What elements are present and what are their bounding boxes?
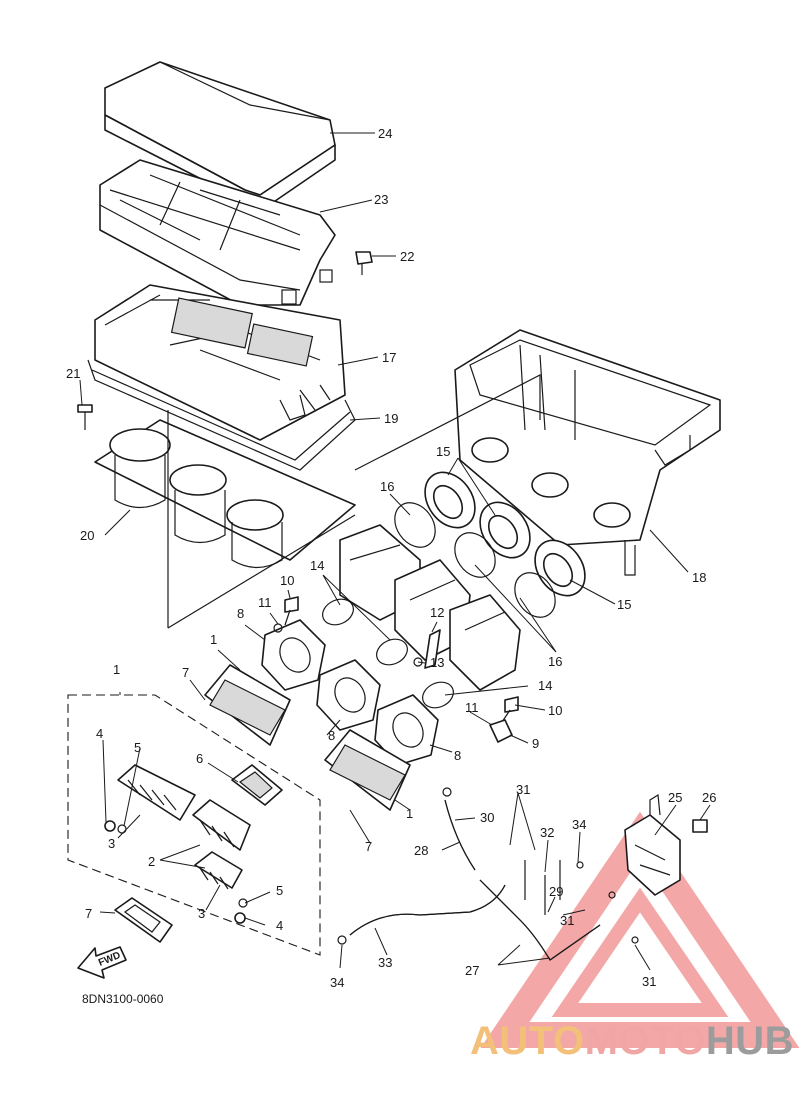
gasket-19 (87, 359, 356, 471)
watermark-triangle-logo (480, 811, 800, 1048)
callout-3-b: 3 (198, 906, 205, 921)
callout-16-a: 16 (380, 479, 394, 494)
carburetor-joints-8 (261, 619, 439, 766)
callout-18: 18 (692, 570, 706, 585)
callout-27: 27 (465, 963, 479, 978)
callout-6: 6 (196, 751, 203, 766)
air-cleaner-joint-17 (94, 284, 346, 441)
callout-11-a: 11 (258, 595, 272, 610)
watermark-moto: MOTO (584, 1019, 706, 1063)
callout-11-b: 11 (465, 700, 479, 715)
callout-7-a: 7 (182, 665, 189, 680)
callout-15-a: 15 (436, 444, 450, 459)
callout-21: 21 (66, 366, 80, 381)
watermark-wordmark: AUTOMOTOHUB (470, 1019, 794, 1064)
callout-10-a: 10 (280, 573, 294, 588)
watermark-auto: AUTO (470, 1019, 585, 1063)
air-cleaner-case-23 (99, 159, 336, 306)
callout-17: 17 (382, 350, 396, 365)
callout-1-c: 1 (406, 806, 413, 821)
callout-26: 26 (702, 790, 716, 805)
callout-32: 32 (540, 825, 554, 840)
watermark-hub: HUB (705, 1019, 795, 1063)
callout-5-a: 5 (134, 740, 141, 755)
callout-34-a: 34 (572, 817, 586, 832)
callout-31-b: 31 (560, 913, 574, 928)
callout-15-b: 15 (617, 597, 631, 612)
callout-25: 25 (668, 790, 682, 805)
leader-lines (79, 132, 711, 971)
callout-24: 24 (378, 126, 392, 141)
callout-8-c: 8 (454, 748, 461, 763)
forward-direction-arrow: FWD (77, 946, 127, 979)
callout-23: 23 (374, 192, 388, 207)
bolt-22 (355, 251, 373, 275)
callout-5-b: 5 (276, 883, 283, 898)
callout-9: 9 (532, 736, 539, 751)
airbox-base-18 (454, 329, 721, 576)
reed-valve-units-1 (204, 664, 411, 811)
callout-33: 33 (378, 955, 392, 970)
callout-12: 12 (430, 605, 444, 620)
hoses-and-fuel-pump (337, 787, 708, 961)
callout-20: 20 (80, 528, 94, 543)
callout-7-c: 7 (85, 906, 92, 921)
callout-31-a: 31 (516, 782, 530, 797)
small-fasteners (273, 596, 519, 743)
carburetor-assembly (339, 524, 521, 691)
callout-4-b: 4 (276, 918, 283, 933)
callout-1-b: 1 (113, 662, 120, 677)
callout-7-b: 7 (365, 839, 372, 854)
callout-2: 2 (148, 854, 155, 869)
drawing-code: 8DN3100-0060 (82, 992, 164, 1006)
callout-14-a: 14 (310, 558, 324, 573)
callout-29: 29 (549, 884, 563, 899)
callout-8-a: 8 (237, 606, 244, 621)
reed-kit-boundary (67, 694, 321, 956)
callout-3-a: 3 (108, 836, 115, 851)
callout-22: 22 (400, 249, 414, 264)
callout-28: 28 (414, 843, 428, 858)
callout-14-b: 14 (538, 678, 552, 693)
air-filter-cover-24 (104, 61, 336, 211)
clamps-14 (322, 598, 454, 709)
screw-21 (77, 404, 93, 430)
callout-16-b: 16 (548, 654, 562, 669)
callout-8-b: 8 (328, 728, 335, 743)
callout-31-c: 31 (642, 974, 656, 989)
callout-4-a: 4 (96, 726, 103, 741)
callout-10-b: 10 (548, 703, 562, 718)
intake-plate-20 (94, 419, 356, 569)
assembly-guide-line (167, 374, 541, 629)
callout-30: 30 (480, 810, 494, 825)
callout-labels: 24 23 22 17 19 21 20 18 15 15 16 16 14 1… (66, 126, 716, 990)
callout-34-b: 34 (330, 975, 344, 990)
callout-13: 13 (430, 655, 444, 670)
callout-19: 19 (384, 411, 398, 426)
callout-1-a: 1 (210, 632, 217, 647)
reed-valve-exploded (104, 764, 283, 943)
